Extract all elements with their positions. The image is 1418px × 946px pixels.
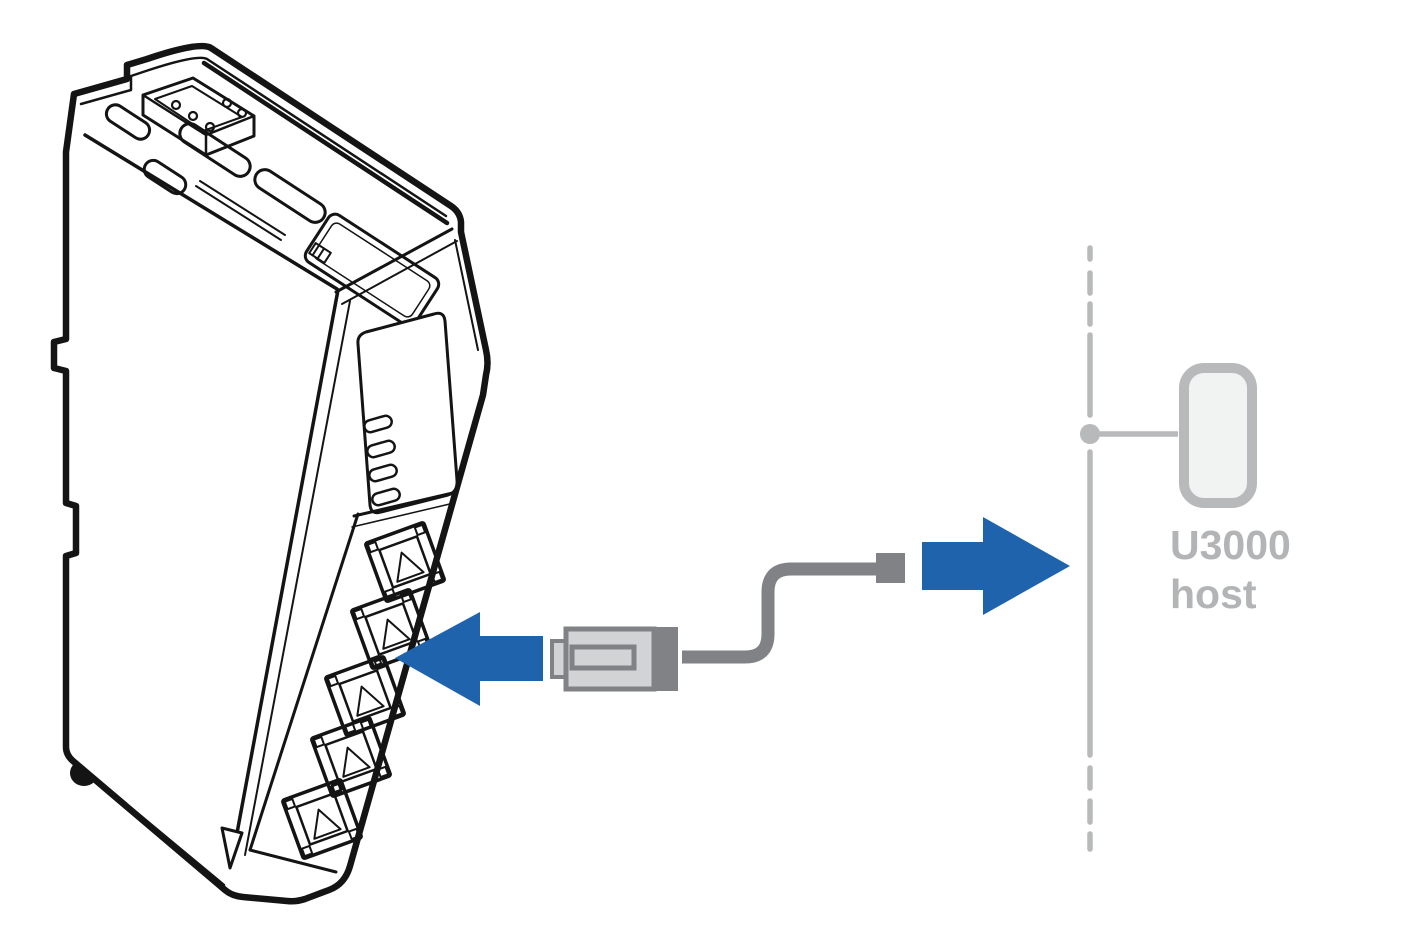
ethernet-port-2: [350, 588, 432, 670]
connection-dot: [1080, 424, 1100, 444]
host-label-line1: U3000: [1170, 522, 1291, 568]
panel-top-edge: [83, 133, 339, 291]
service-port-icon: [308, 242, 332, 264]
rj45-plug-icon: [550, 626, 678, 692]
ethernet-port-3: [324, 655, 406, 737]
cable-line: [682, 562, 876, 664]
led-bevel-lines: [334, 227, 458, 305]
led-panel: [356, 311, 459, 515]
top-groove: [195, 180, 286, 241]
host-label-line2: host: [1170, 571, 1257, 617]
ethernet-port-1: [364, 521, 446, 603]
host-connection: [1080, 424, 1178, 444]
cable-icon: [682, 553, 905, 664]
din-clip-tab: [220, 826, 244, 870]
front-fold-lines: [230, 288, 351, 862]
host-label: U3000 host: [1170, 522, 1291, 617]
top-rim-lines: [79, 56, 479, 351]
led-indicators: [363, 414, 401, 507]
power-connector: [141, 76, 256, 157]
bottom-inner-edge: [75, 761, 226, 887]
port-strip-edges: [248, 490, 459, 874]
arrow-right-icon: [922, 517, 1070, 615]
connector-pins: [170, 97, 248, 133]
host-port-icon: [1179, 363, 1257, 508]
device-illustration: [50, 42, 491, 905]
device-top-face: [104, 76, 441, 328]
plug-boot: [652, 627, 678, 691]
arrow-left-icon: [395, 612, 543, 706]
cable-end-plug: [876, 553, 905, 583]
ethernet-port-4: [310, 716, 392, 798]
ethernet-port-5: [281, 778, 363, 860]
service-recess: [303, 212, 441, 328]
ethernet-ports: [281, 521, 446, 860]
plug-contact-window: [569, 644, 637, 671]
